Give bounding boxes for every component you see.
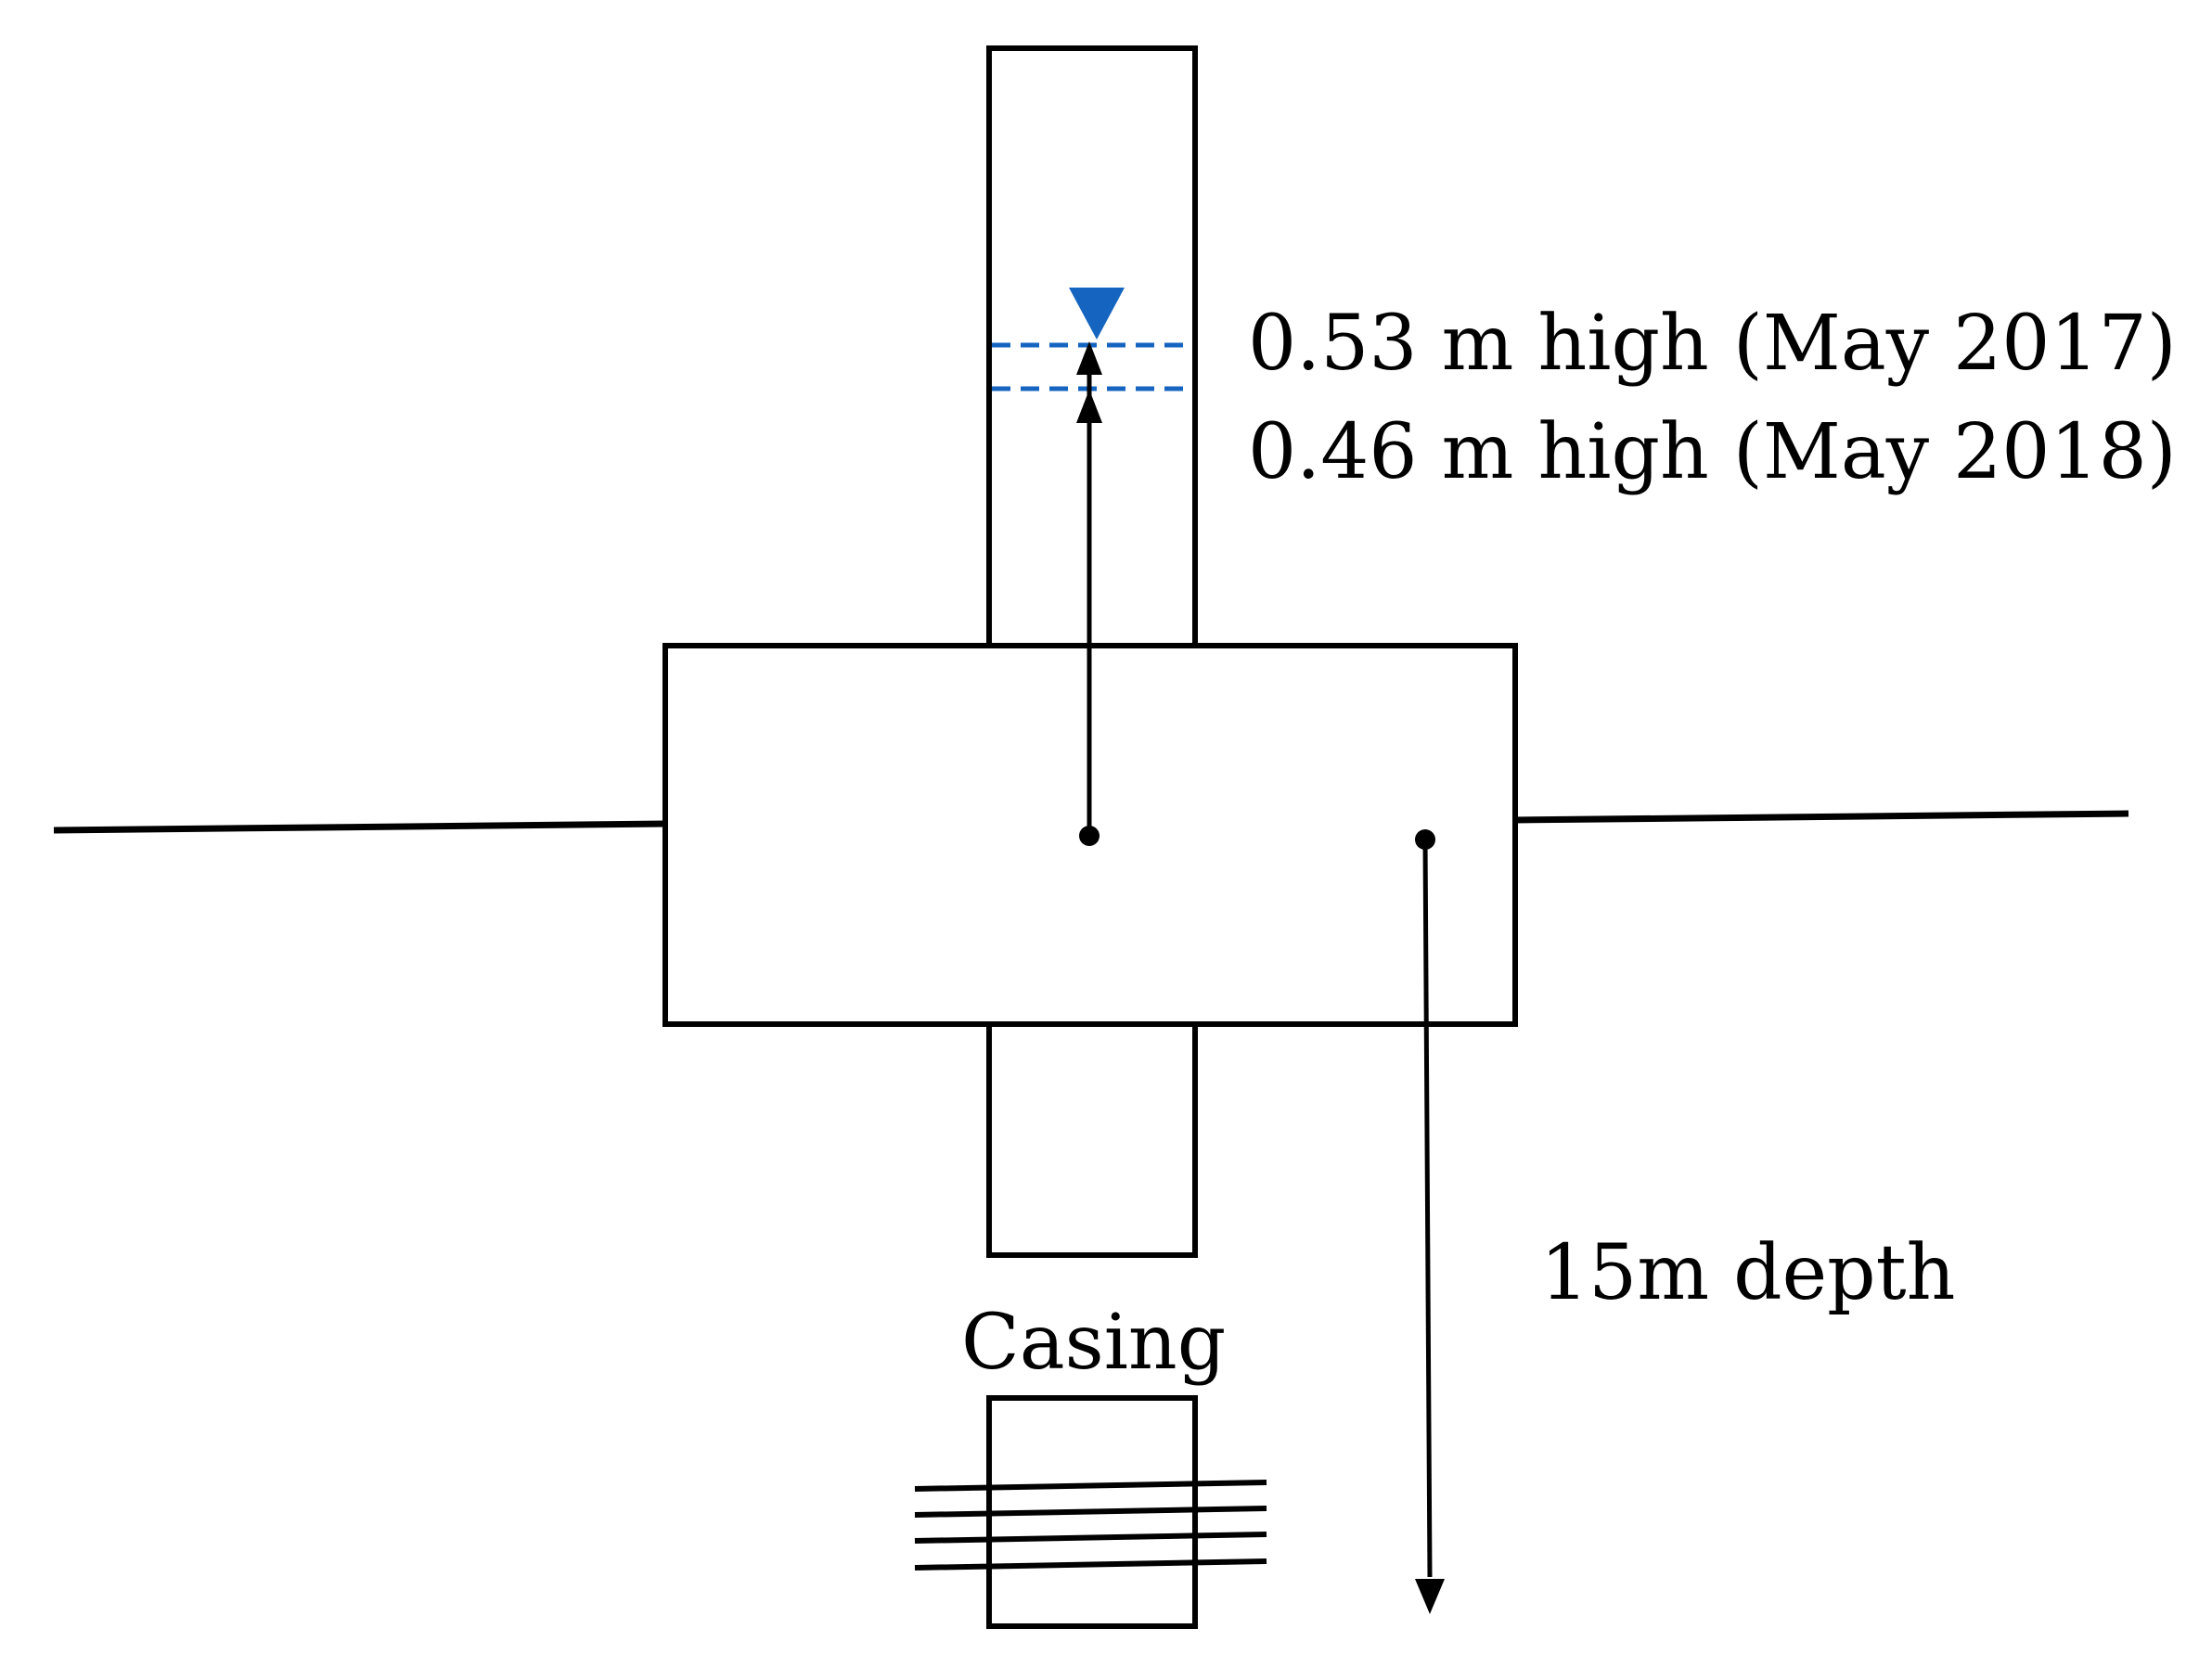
depth-arrow-shaft — [1422, 839, 1433, 1578]
depth-arrow-head-icon — [1415, 1579, 1445, 1614]
well-pipe-lower — [986, 1021, 1198, 1258]
water-level-triangle-icon — [1069, 288, 1125, 340]
measurement-point-left — [1079, 826, 1100, 846]
arrow-head-2017-icon — [1076, 341, 1102, 375]
water-level-2018-label: 0.46 m high (May 2018) — [1248, 408, 2177, 496]
depth-label: 15m depth — [1540, 1229, 1955, 1317]
ground-line-right — [1512, 810, 2129, 824]
water-level-2017-label: 0.53 m high (May 2017) — [1248, 300, 2177, 388]
casing-lines — [914, 1480, 1267, 1571]
casing-label: Casing — [961, 1299, 1226, 1387]
arrow-head-2018-icon — [1076, 390, 1102, 423]
ground-line-left — [53, 820, 667, 834]
